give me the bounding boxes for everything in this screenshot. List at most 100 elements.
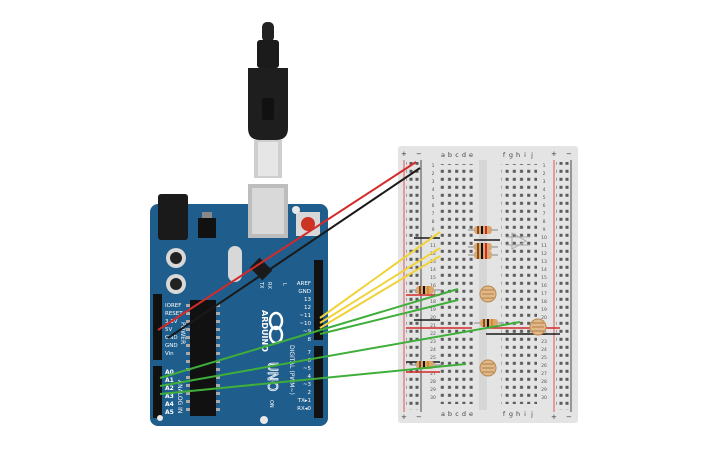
resistor[interactable] [468, 251, 498, 259]
row-number: 13 [430, 259, 436, 265]
row-number: 27 [430, 371, 436, 377]
resistor[interactable] [468, 243, 498, 251]
column-letter: g [509, 410, 513, 418]
row-number: 1 [432, 163, 435, 169]
analog-pin-label: A1 [165, 377, 174, 384]
wire-ground[interactable] [167, 167, 421, 339]
row-number: 28 [541, 379, 547, 385]
column-letter: i [524, 410, 526, 418]
breadboard[interactable]: + − + − + − + − a b c d e f g h i j a b … [398, 146, 578, 423]
rail-plus-label: + [551, 150, 557, 158]
rail-plus-label: + [551, 413, 557, 421]
row-number: 12 [430, 251, 436, 257]
power-pin-label: Vin [165, 351, 174, 357]
row-number: 16 [541, 283, 547, 289]
column-letter: a [441, 151, 445, 159]
row-number: 7 [543, 211, 546, 217]
resistor[interactable] [468, 226, 498, 234]
row-number: 11 [430, 243, 436, 249]
row-number: 17 [430, 291, 436, 297]
row-number: 15 [541, 275, 547, 281]
row-number: 3 [543, 179, 546, 185]
digital-pin-label: AREF [297, 281, 311, 287]
photoresistor[interactable] [529, 318, 547, 336]
row-number: 20 [541, 315, 547, 321]
column-letter: f [503, 151, 506, 159]
power-label: POWER [179, 322, 186, 344]
row-number: 29 [541, 387, 547, 393]
column-letter: g [509, 151, 513, 159]
column-letter: a [441, 410, 445, 418]
column-letter: j [530, 151, 533, 159]
row-number: 23 [430, 339, 436, 345]
row-number: 8 [432, 219, 435, 225]
analog-label: ANALOG IN [176, 380, 183, 413]
arduino-uno-board[interactable]: IOREF RESET 3.3V 5V GND GND Vin POWER A0… [150, 184, 328, 426]
digital-pin-label: GND [298, 289, 311, 295]
wire-power[interactable] [157, 161, 417, 331]
row-number: 8 [543, 219, 546, 225]
row-number: 21 [430, 323, 436, 329]
row-number: 23 [541, 339, 547, 345]
analog-pin-label: A4 [165, 401, 174, 408]
wire-led[interactable] [319, 231, 441, 329]
row-number: 10 [541, 235, 547, 241]
power-header [153, 294, 162, 360]
digital-pin-label: 8 [308, 337, 312, 343]
digital-pin-label: ~9 [303, 329, 312, 335]
power-pin-label: GND [165, 335, 178, 341]
row-number: 9 [543, 227, 546, 233]
digital-pin-label: TX▸1 [297, 398, 311, 404]
wire-sensor[interactable] [159, 288, 521, 395]
column-letter: h [516, 151, 520, 159]
brand-label: ARDUINO [260, 310, 269, 352]
digital-pin-label: 13 [304, 297, 311, 303]
digital-pin-label: 7 [308, 350, 312, 356]
rail-minus-label: − [416, 413, 422, 421]
analog-pin-label: A5 [165, 409, 174, 416]
digital-pin-label: ~11 [299, 313, 311, 319]
row-number: 13 [541, 259, 547, 265]
row-number: 27 [541, 371, 547, 377]
rail-plus-label: + [401, 413, 407, 421]
row-number: 2 [543, 171, 546, 177]
row-number: 9 [432, 227, 435, 233]
row-number: 25 [541, 355, 547, 361]
rx-label: RX [266, 282, 272, 289]
row-number: 24 [541, 347, 547, 353]
power-jack [158, 194, 188, 240]
l-label: L [281, 283, 287, 286]
analog-header [153, 366, 162, 418]
row-number: 6 [432, 203, 435, 209]
row-number: 4 [543, 187, 546, 193]
digital-label: DIGITAL (PWM~) [288, 345, 295, 395]
column-letter: h [516, 410, 520, 418]
analog-pin-label: A3 [165, 393, 174, 400]
power-pin-label: RESET [165, 311, 183, 317]
resistor[interactable] [474, 319, 504, 327]
column-letter: d [462, 151, 466, 159]
resistor[interactable] [410, 286, 442, 294]
row-number: 30 [430, 395, 436, 401]
digital-pin-label: ~10 [299, 321, 311, 327]
row-number: 29 [430, 387, 436, 393]
column-letter: j [530, 410, 533, 418]
row-number: 25 [430, 355, 436, 361]
photoresistor[interactable] [479, 285, 497, 303]
row-number: 22 [430, 331, 436, 337]
on-label: ON [268, 400, 274, 408]
usb-cable[interactable] [248, 22, 288, 178]
photoresistor[interactable] [479, 359, 497, 377]
power-pin-label: GND [165, 343, 178, 349]
row-number: 3 [432, 179, 435, 185]
led[interactable] [506, 232, 530, 250]
row-number: 15 [430, 275, 436, 281]
tx-label: TX [258, 281, 264, 289]
row-number: 6 [543, 203, 546, 209]
row-number: 2 [432, 171, 435, 177]
digital-pin-label: RX◂0 [297, 406, 311, 412]
digital-pin-label: 12 [304, 305, 311, 311]
row-number: 1 [543, 163, 546, 169]
row-number: 19 [430, 307, 436, 313]
